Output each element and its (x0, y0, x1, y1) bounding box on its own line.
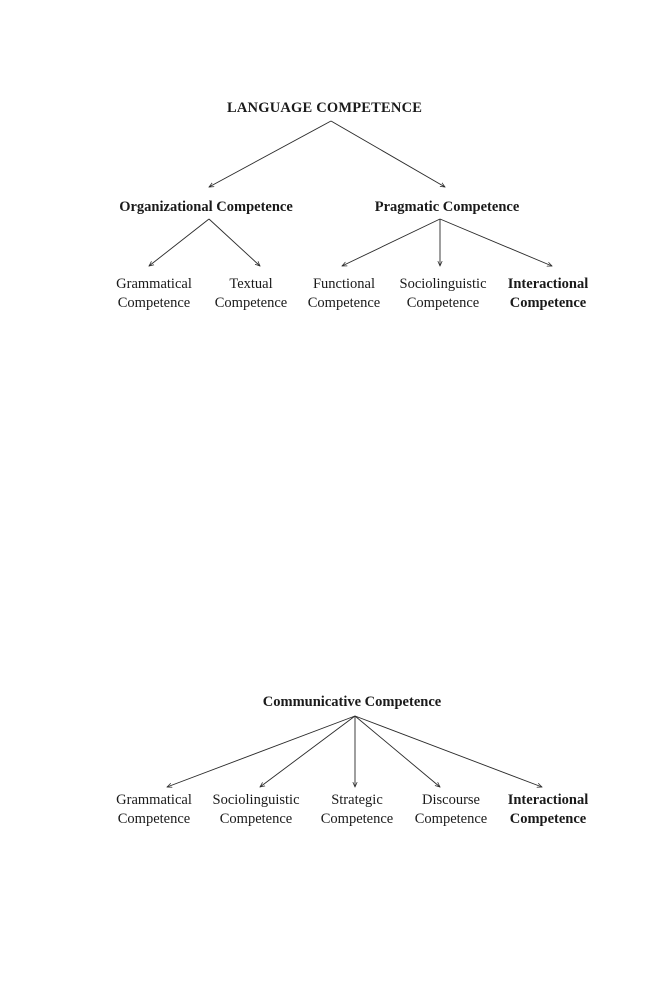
edge-communicative-to-discourse (354, 715, 440, 787)
edge-pragmatic-to-functional (342, 218, 441, 267)
node-line-1: Textual (229, 276, 273, 292)
node-line-2: Competence (219, 811, 293, 827)
edge-pragmatic-to-interactional (439, 218, 552, 266)
node-line-2: Competence (117, 295, 191, 311)
node-line-1: Interactional (507, 792, 589, 808)
grammatical-competence-node-2: Grammatical Competence (108, 791, 200, 829)
node-line-1: Grammatical (116, 792, 192, 808)
discourse-competence-node: Discourse Competence (406, 791, 496, 829)
node-line-1: Discourse (422, 792, 480, 808)
grammatical-competence-node: Grammatical Competence (108, 275, 200, 313)
organizational-competence-label: Organizational Competence (119, 199, 293, 215)
edge-communicative-to-sociolinguistic (260, 715, 356, 787)
node-line-2: Competence (414, 811, 488, 827)
node-line-1: Strategic (331, 792, 383, 808)
sociolinguistic-competence-node-2: Sociolinguistic Competence (206, 791, 306, 829)
edge-root-to-pragmatic (330, 120, 445, 187)
language-competence-title: LANGUAGE COMPETENCE (227, 100, 423, 116)
node-line-2: Competence (509, 811, 587, 827)
node-line-1: Interactional (507, 276, 589, 292)
node-line-2: Competence (307, 295, 381, 311)
node-line-2: Competence (117, 811, 191, 827)
edge-communicative-to-interactional (354, 715, 542, 787)
strategic-competence-node: Strategic Competence (312, 791, 402, 829)
sociolinguistic-competence-node: Sociolinguistic Competence (393, 275, 493, 313)
node-line-1: Sociolinguistic (399, 276, 487, 292)
interactional-competence-node-2: Interactional Competence (498, 791, 598, 829)
textual-competence-node: Textual Competence (206, 275, 296, 313)
pragmatic-competence-label: Pragmatic Competence (374, 199, 520, 215)
node-line-1: Sociolinguistic (212, 792, 300, 808)
edge-communicative-to-grammatical (167, 715, 356, 787)
edge-organizational-to-grammatical (149, 218, 210, 266)
communicative-competence-title: Communicative Competence (262, 694, 442, 710)
node-line-2: Competence (509, 295, 587, 311)
edge-root-to-organizational (209, 120, 332, 187)
node-line-1: Functional (312, 276, 376, 292)
node-line-2: Competence (214, 295, 288, 311)
node-line-2: Competence (320, 811, 394, 827)
edge-organizational-to-textual (208, 218, 260, 266)
interactional-competence-node: Interactional Competence (498, 275, 598, 313)
functional-competence-node: Functional Competence (299, 275, 389, 313)
node-line-1: Grammatical (116, 276, 192, 292)
node-line-2: Competence (406, 295, 480, 311)
